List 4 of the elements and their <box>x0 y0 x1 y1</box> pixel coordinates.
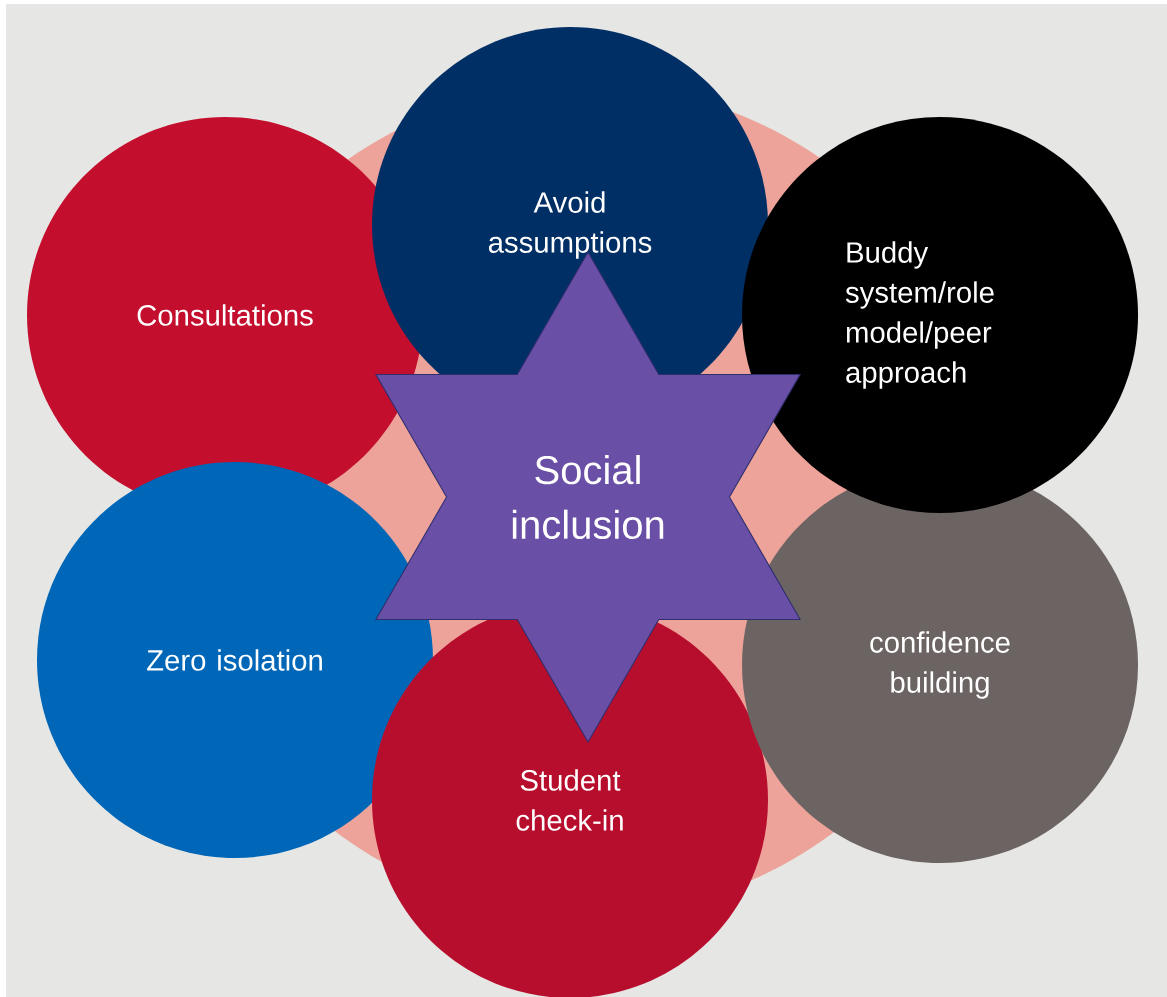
circle-node: Consultations <box>27 117 423 513</box>
circle-node: confidence building <box>742 467 1138 863</box>
circle-node: Buddy system/role model/peer approach <box>742 117 1138 513</box>
circle-node: Zero isolation <box>37 462 433 858</box>
